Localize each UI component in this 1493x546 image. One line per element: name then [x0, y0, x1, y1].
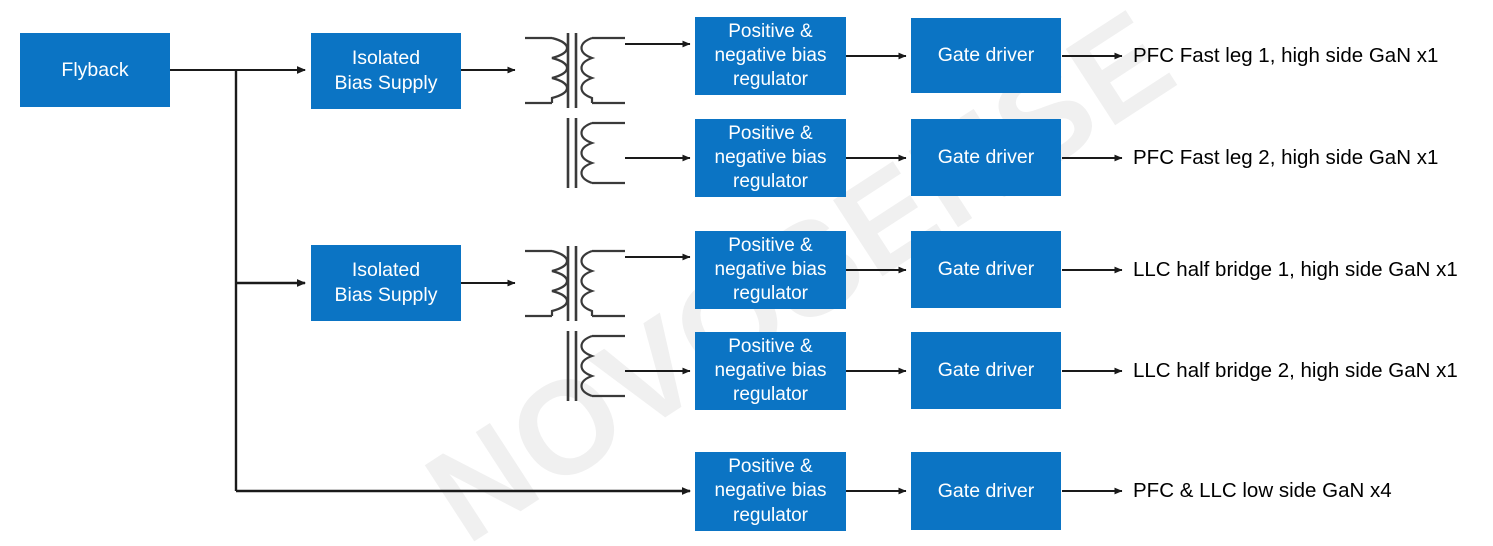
regulator-1-line-2: negative bias [714, 44, 827, 66]
block-flyback[interactable]: Flyback [20, 33, 170, 107]
regulator-2-line-1: Positive & [728, 122, 813, 144]
block-isolated-bias-supply-1-label: Isolated Bias Supply [335, 46, 438, 96]
block-gate-driver-2-label: Gate driver [937, 146, 1035, 169]
regulator-5-line-3: regulator [733, 504, 808, 526]
block-isolated-bias-supply-2-label: Isolated Bias Supply [335, 258, 438, 308]
block-gate-driver-3[interactable]: Gate driver [911, 231, 1061, 308]
regulator-4-line-3: regulator [733, 384, 808, 406]
block-regulator-5-label: Positive & negative bias regulator [715, 455, 827, 528]
block-regulator-1[interactable]: Positive & negative bias regulator [695, 17, 846, 95]
block-regulator-2[interactable]: Positive & negative bias regulator [695, 119, 846, 197]
block-gate-driver-5-label: Gate driver [937, 479, 1035, 502]
regulator-3-line-3: regulator [733, 283, 808, 305]
regulator-2-line-3: regulator [733, 171, 808, 193]
block-regulator-5[interactable]: Positive & negative bias regulator [695, 452, 846, 531]
regulator-1-line-1: Positive & [728, 20, 813, 42]
ibs2-line-1: Isolated [351, 259, 421, 282]
transformer-2-symbol [525, 246, 625, 321]
regulator-3-line-2: negative bias [714, 258, 827, 280]
regulator-1-line-3: regulator [733, 69, 808, 91]
ibs1-line-1: Isolated [351, 47, 421, 70]
block-regulator-3-label: Positive & negative bias regulator [715, 234, 827, 307]
block-gate-driver-1-label: Gate driver [937, 44, 1035, 67]
regulator-3-line-1: Positive & [728, 234, 813, 256]
block-gate-driver-2[interactable]: Gate driver [911, 119, 1061, 196]
block-gate-driver-4[interactable]: Gate driver [911, 332, 1061, 409]
block-gate-driver-1[interactable]: Gate driver [911, 18, 1061, 93]
regulator-5-line-1: Positive & [728, 456, 813, 478]
block-regulator-1-label: Positive & negative bias regulator [715, 20, 827, 93]
block-gate-driver-4-label: Gate driver [937, 359, 1035, 382]
transformer-2-secondary-2-symbol [566, 331, 625, 401]
output-label-5: PFC & LLC low side GaN x4 [1133, 479, 1392, 502]
block-regulator-2-label: Positive & negative bias regulator [715, 122, 827, 195]
output-label-1: PFC Fast leg 1, high side GaN x1 [1133, 44, 1439, 67]
transformer-1-symbol [525, 33, 625, 108]
output-label-4: LLC half bridge 2, high side GaN x1 [1133, 359, 1458, 382]
regulator-2-line-2: negative bias [714, 146, 827, 168]
ibs2-line-2: Bias Supply [334, 284, 438, 306]
regulator-4-line-2: negative bias [714, 359, 827, 381]
block-gate-driver-5[interactable]: Gate driver [911, 452, 1061, 530]
block-gate-driver-3-label: Gate driver [937, 258, 1035, 281]
block-flyback-label: Flyback [61, 58, 129, 81]
block-isolated-bias-supply-1[interactable]: Isolated Bias Supply [311, 33, 461, 109]
ibs1-line-2: Bias Supply [334, 72, 438, 94]
regulator-5-line-2: negative bias [714, 480, 827, 502]
regulator-4-line-1: Positive & [728, 335, 813, 357]
transformer-1-secondary-2-symbol [566, 118, 625, 188]
block-regulator-4-label: Positive & negative bias regulator [715, 335, 827, 408]
block-regulator-3[interactable]: Positive & negative bias regulator [695, 231, 846, 309]
block-regulator-4[interactable]: Positive & negative bias regulator [695, 332, 846, 410]
output-label-3: LLC half bridge 1, high side GaN x1 [1133, 258, 1458, 281]
output-label-2: PFC Fast leg 2, high side GaN x1 [1133, 146, 1439, 169]
block-isolated-bias-supply-2[interactable]: Isolated Bias Supply [311, 245, 461, 321]
